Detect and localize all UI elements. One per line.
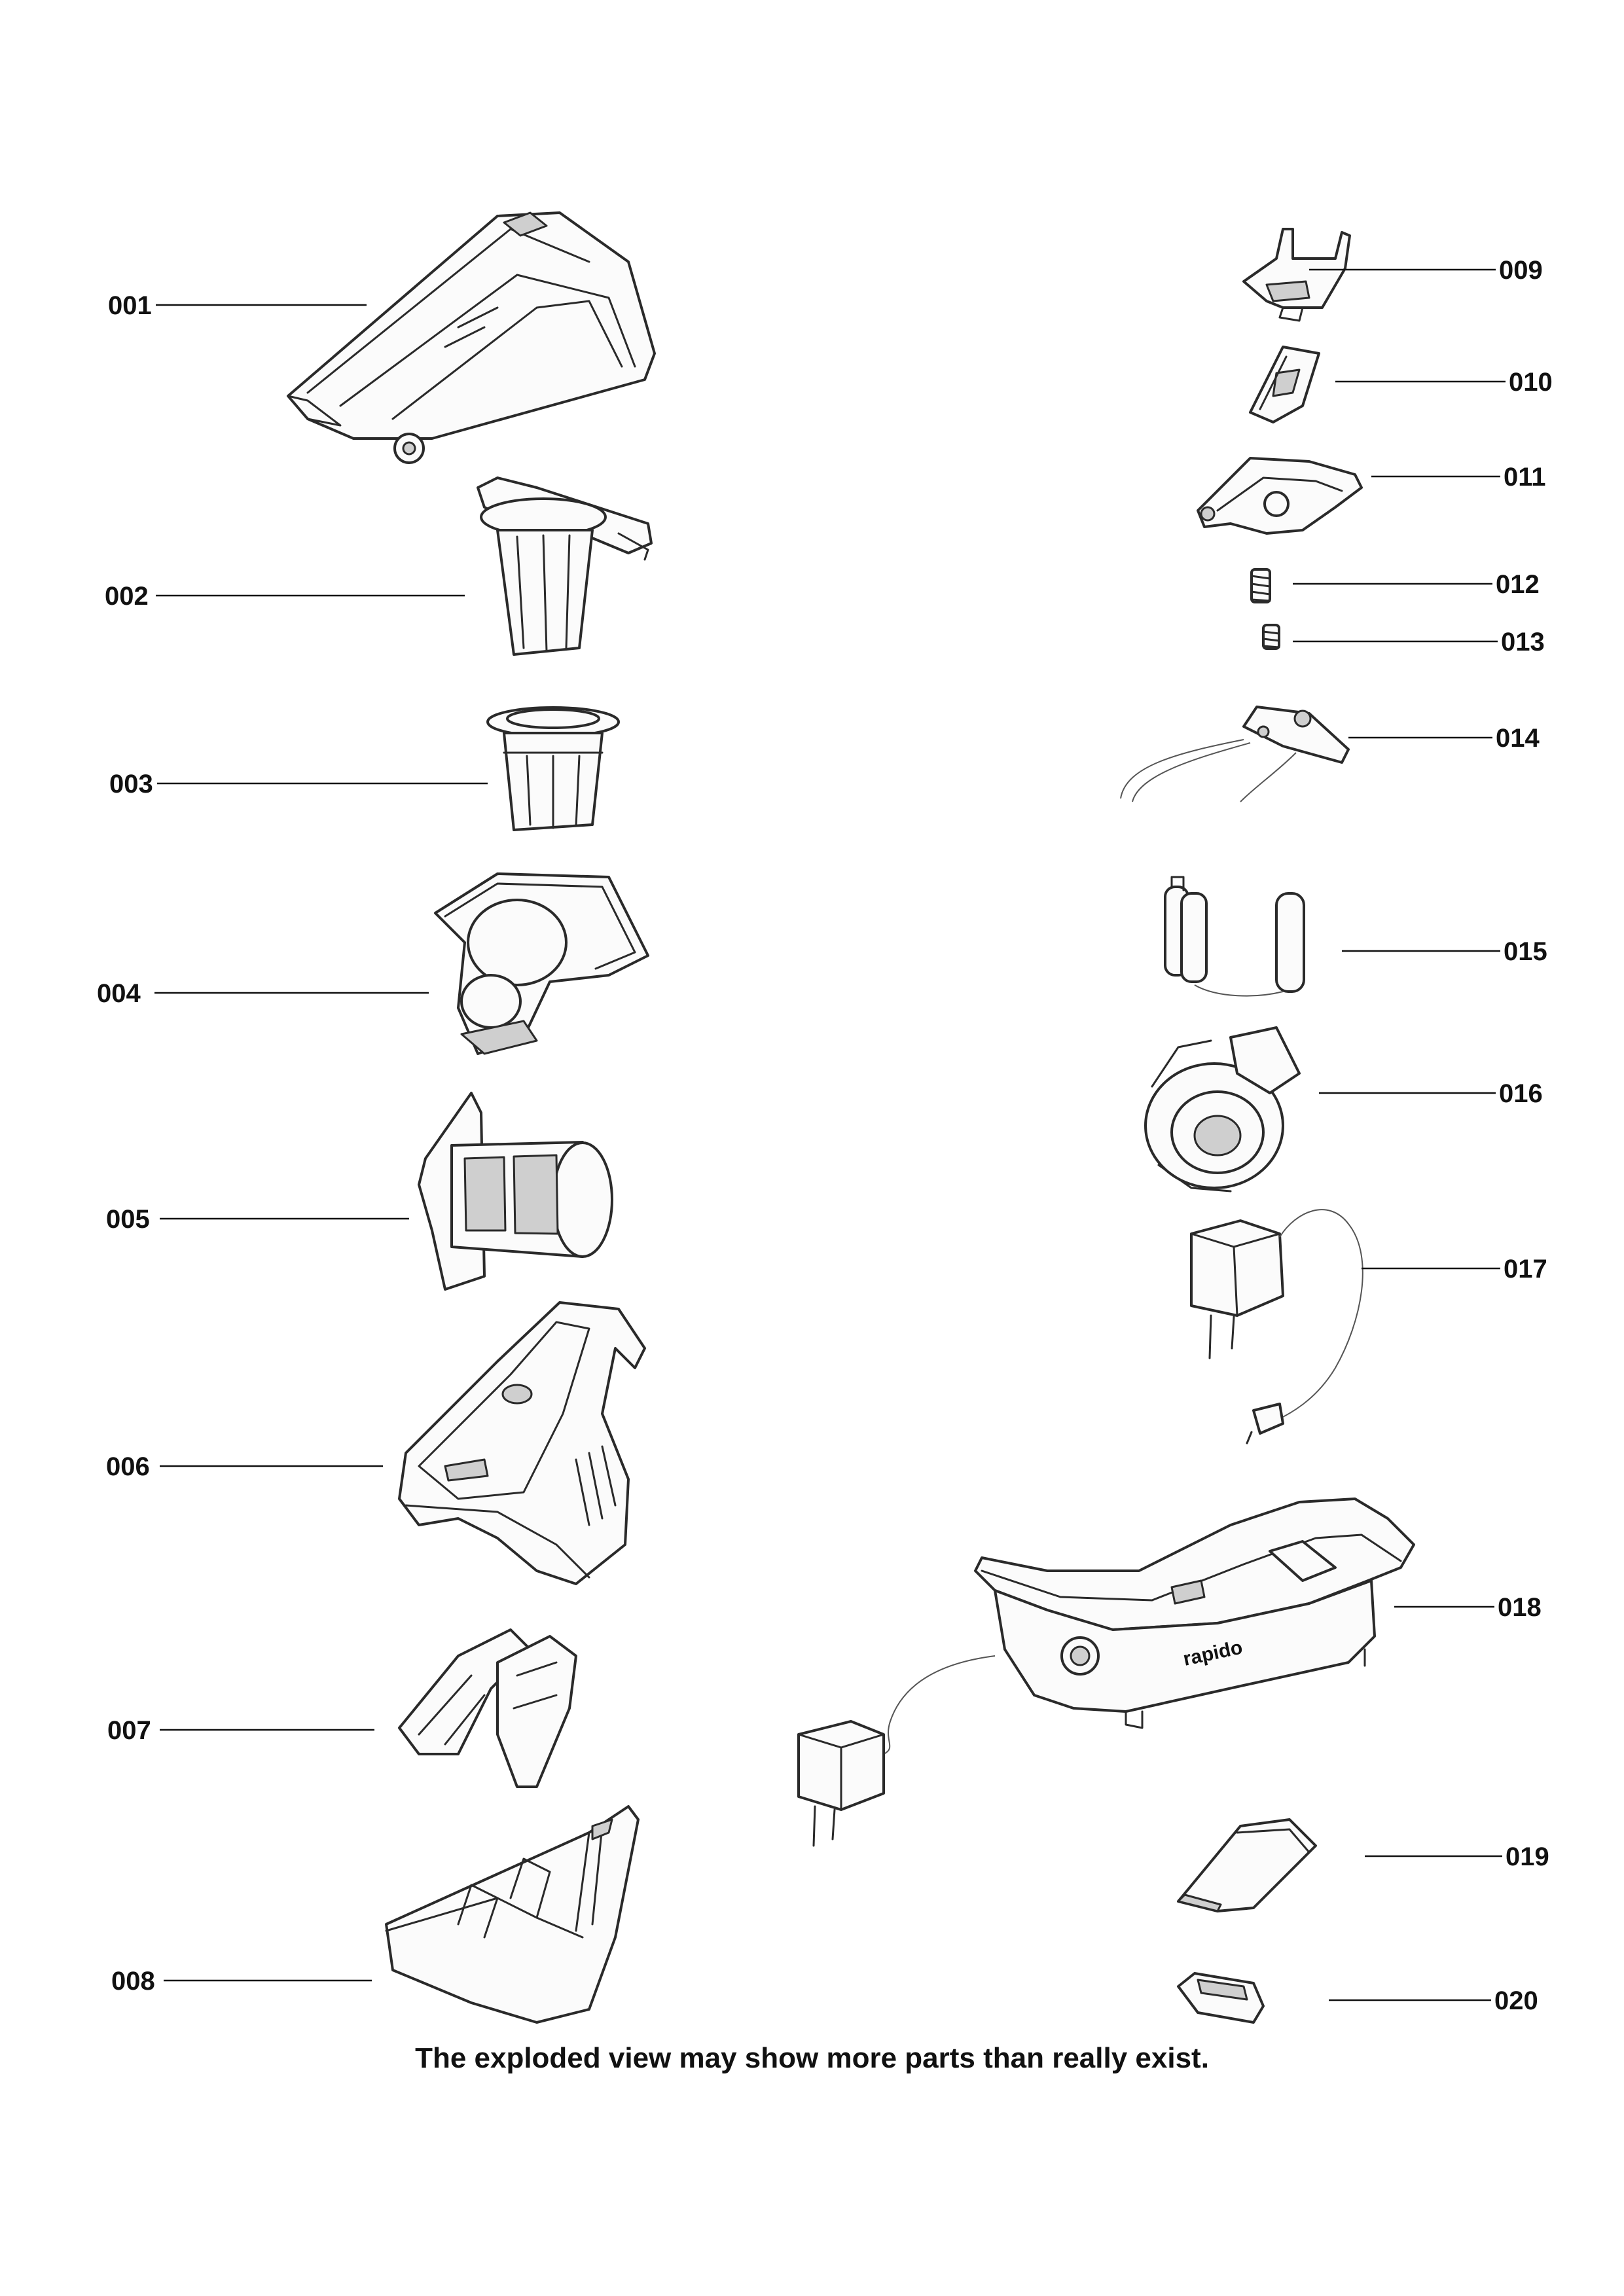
part-016-motor <box>1144 1026 1301 1193</box>
part-label-016: 016 <box>1499 1079 1543 1108</box>
part-009-clip <box>1242 228 1351 322</box>
part-015-battery-pack <box>1164 876 1305 997</box>
part-label-002: 002 <box>105 582 149 611</box>
part-label-014: 014 <box>1496 724 1540 753</box>
part-label-006: 006 <box>106 1452 150 1481</box>
part-label-020: 020 <box>1494 1986 1538 2015</box>
part-011-switch-bracket <box>1197 457 1363 535</box>
part-013-small-spring <box>1262 624 1280 650</box>
part-005-cylinder-filter <box>418 1092 613 1291</box>
part-label-010: 010 <box>1509 368 1553 397</box>
part-007-handle-part <box>398 1628 577 1788</box>
part-010-button <box>1249 346 1320 423</box>
part-label-017: 017 <box>1504 1255 1547 1283</box>
part-label-013: 013 <box>1501 628 1545 656</box>
part-006-housing <box>398 1301 646 1585</box>
part-004-filter-holder <box>434 872 649 1055</box>
part-017-charger-adapter <box>1190 1209 1363 1444</box>
part-014-switch-wires <box>1120 706 1350 802</box>
part-012-spring <box>1250 568 1271 603</box>
part-008-bottom-housing <box>385 1805 640 2024</box>
part-label-009: 009 <box>1499 256 1543 285</box>
part-label-001: 001 <box>108 291 152 320</box>
part-label-019: 019 <box>1506 1842 1549 1871</box>
part-001-body-cover <box>287 211 656 464</box>
part-019-battery-cover <box>1177 1818 1317 1912</box>
part-018-charging-base: rapido <box>797 1498 1415 1847</box>
part-label-004: 004 <box>97 979 141 1008</box>
part-label-005: 005 <box>106 1205 150 1234</box>
part-label-011: 011 <box>1504 463 1546 492</box>
part-003-cup-filter <box>486 706 620 831</box>
part-label-007: 007 <box>107 1716 151 1745</box>
part-label-015: 015 <box>1504 937 1547 966</box>
part-label-003: 003 <box>109 770 153 798</box>
part-label-012: 012 <box>1496 570 1540 599</box>
part-label-008: 008 <box>111 1967 155 1996</box>
part-002-cone-filter <box>477 476 653 656</box>
part-label-018: 018 <box>1498 1593 1542 1622</box>
footnote-disclaimer: The exploded view may show more parts th… <box>415 2042 1209 2074</box>
part-020-latch <box>1177 1972 1265 2024</box>
